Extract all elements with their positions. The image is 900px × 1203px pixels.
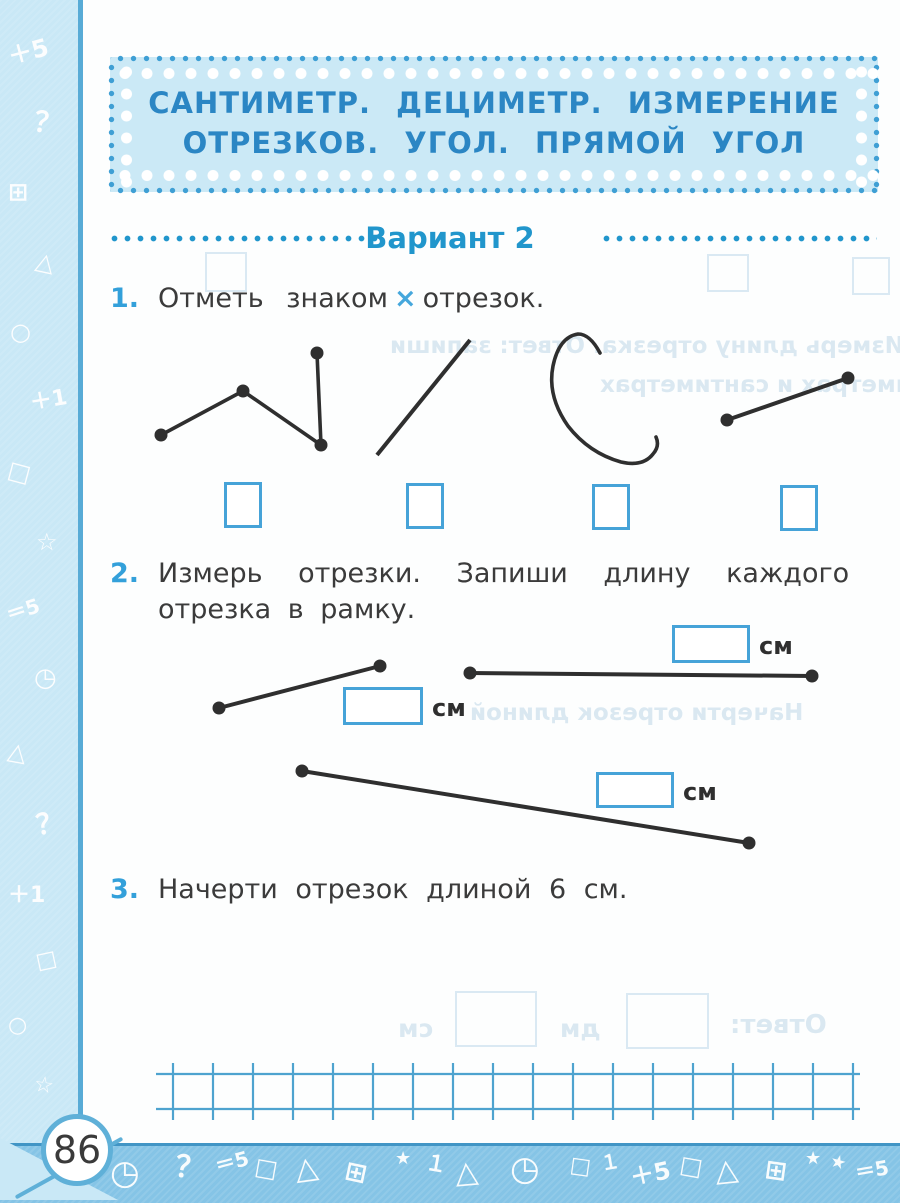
task-3: 3. Начерти отрезок длиной 6 см. bbox=[110, 872, 880, 908]
doodle-icon: ☆ bbox=[32, 1071, 56, 1100]
doodle-icon: △ bbox=[713, 1151, 740, 1190]
unit-label: см bbox=[759, 632, 793, 660]
doodle-icon: １ bbox=[598, 1148, 622, 1176]
bleed-text: см bbox=[398, 1014, 434, 1043]
task-3-number: 3. bbox=[110, 874, 140, 905]
doodle-icon: ☆ bbox=[36, 528, 58, 556]
dotted-rule-left bbox=[108, 235, 378, 242]
doodle-icon: ？ bbox=[33, 805, 67, 842]
doodle-icon: ＝5 bbox=[3, 593, 43, 627]
doodle-icon: △ bbox=[292, 1149, 321, 1188]
task-1: 1. Отметь знаком×отрезок. bbox=[110, 281, 880, 317]
doodle-icon: □ bbox=[677, 1150, 705, 1182]
banner-white-dots-bottom bbox=[110, 169, 878, 182]
doodle-icon: □ bbox=[4, 455, 34, 489]
doodle-icon: □ bbox=[568, 1152, 593, 1181]
doodle-icon: ＋5 bbox=[627, 1156, 674, 1192]
doodle-icon: ★ bbox=[805, 1148, 822, 1169]
task-1-number: 1. bbox=[110, 283, 140, 314]
doodle-icon: ○ bbox=[10, 318, 31, 346]
measure-input-box[interactable] bbox=[672, 625, 750, 663]
left-border-edge-line bbox=[78, 0, 83, 1143]
doodle-icon: ＋5 bbox=[5, 33, 52, 71]
banner-dots-top bbox=[110, 55, 878, 62]
banner-dots-left bbox=[108, 57, 115, 192]
bleed-square bbox=[626, 993, 709, 1049]
doodle-icon: ★ bbox=[395, 1148, 412, 1169]
doodle-icon: ＋1 bbox=[28, 384, 70, 417]
banner-white-dots-top bbox=[110, 67, 878, 80]
doodle-icon: ？ bbox=[31, 104, 65, 143]
answer-box[interactable] bbox=[592, 484, 630, 530]
doodle-icon: ？ bbox=[172, 1149, 208, 1188]
measure-input-box[interactable] bbox=[596, 772, 674, 808]
task-3-text: Начерти отрезок длиной 6 см. bbox=[158, 874, 628, 905]
doodle-icon: ＝5 bbox=[853, 1155, 891, 1185]
doodle-icon: ⊞ bbox=[8, 178, 29, 206]
doodle-icon: ◷ bbox=[110, 1153, 140, 1193]
bleed-square bbox=[205, 252, 247, 292]
doodle-icon: □ bbox=[33, 946, 60, 975]
answer-box[interactable] bbox=[406, 483, 444, 529]
answer-box[interactable] bbox=[780, 485, 818, 531]
doodle-icon: ＋1 bbox=[8, 883, 46, 908]
task-1-text-after: отрезок. bbox=[422, 283, 545, 314]
doodle-icon: ⊞ bbox=[763, 1154, 789, 1188]
bleed-square bbox=[707, 254, 749, 292]
bleed-text: Ответ: bbox=[730, 1010, 827, 1040]
task-2-line-1: Измерь отрезки. Запиши длину каждого bbox=[158, 558, 850, 589]
banner-dots-right bbox=[873, 57, 880, 192]
doodle-icon: ★ bbox=[827, 1150, 849, 1175]
variant-heading: Вариант 2 bbox=[365, 221, 535, 255]
task-1-text: Отметь знаком×отрезок. bbox=[158, 281, 544, 317]
measure-input-box[interactable] bbox=[343, 687, 423, 725]
task-1-figures-svg bbox=[154, 332, 855, 466]
drawing-grid-svg bbox=[156, 1063, 860, 1120]
bleed-text: дм bbox=[560, 1014, 601, 1043]
title-line-2: ОТРЕЗКОВ. УГОЛ. ПРЯМОЙ УГОЛ bbox=[182, 126, 806, 160]
doodle-icon: △ bbox=[5, 736, 29, 768]
doodle-icon: ◷ bbox=[510, 1149, 540, 1189]
left-border-pattern: ＋5？⊞△○＋1□☆＝5◷△？＋1□○☆ bbox=[0, 0, 78, 1200]
doodle-icon: ○ bbox=[8, 1013, 28, 1038]
page-number: 86 bbox=[52, 1128, 102, 1172]
page-number-badge: 86 bbox=[41, 1114, 113, 1186]
unit-label: см bbox=[683, 778, 717, 806]
answer-box[interactable] bbox=[224, 482, 262, 528]
title-line-1: САНТИМЕТР. ДЕЦИМЕТР. ИЗМЕРЕНИЕ bbox=[148, 86, 840, 120]
doodle-icon: □ bbox=[252, 1152, 280, 1184]
title-banner: САНТИМЕТР. ДЕЦИМЕТР. ИЗМЕРЕНИЕ ОТРЕЗКОВ.… bbox=[108, 55, 880, 194]
doodle-icon: ＝5 bbox=[212, 1146, 252, 1178]
task-1-text-before: Отметь знаком bbox=[158, 283, 388, 314]
task-2-segments-svg bbox=[212, 659, 819, 850]
doodle-icon: △ bbox=[453, 1154, 480, 1191]
task-2-number: 2. bbox=[110, 558, 140, 589]
bottom-border-pattern: ◷？＝5□△⊞★１△◷□１＋5□△⊞★★＝5＋1 bbox=[0, 1143, 900, 1203]
dotted-rule-right bbox=[600, 235, 877, 242]
multiply-mark: × bbox=[393, 283, 417, 314]
bleed-square bbox=[852, 257, 890, 295]
banner-dots-bottom bbox=[110, 187, 878, 194]
task-2-line-2: отрезка в рамку. bbox=[158, 594, 416, 625]
doodle-icon: １ bbox=[423, 1150, 450, 1179]
unit-label: см bbox=[432, 694, 466, 722]
doodle-icon: ⊞ bbox=[342, 1156, 370, 1190]
page-title: САНТИМЕТР. ДЕЦИМЕТР. ИЗМЕРЕНИЕ ОТРЕЗКОВ.… bbox=[110, 83, 878, 163]
banner-white-dots-right bbox=[855, 57, 868, 192]
bleed-square bbox=[455, 991, 537, 1047]
doodle-icon: ◷ bbox=[34, 663, 57, 693]
task-2: 2. Измерь отрезки. Запиши длину каждого … bbox=[110, 556, 882, 628]
banner-white-dots-left bbox=[120, 57, 133, 192]
